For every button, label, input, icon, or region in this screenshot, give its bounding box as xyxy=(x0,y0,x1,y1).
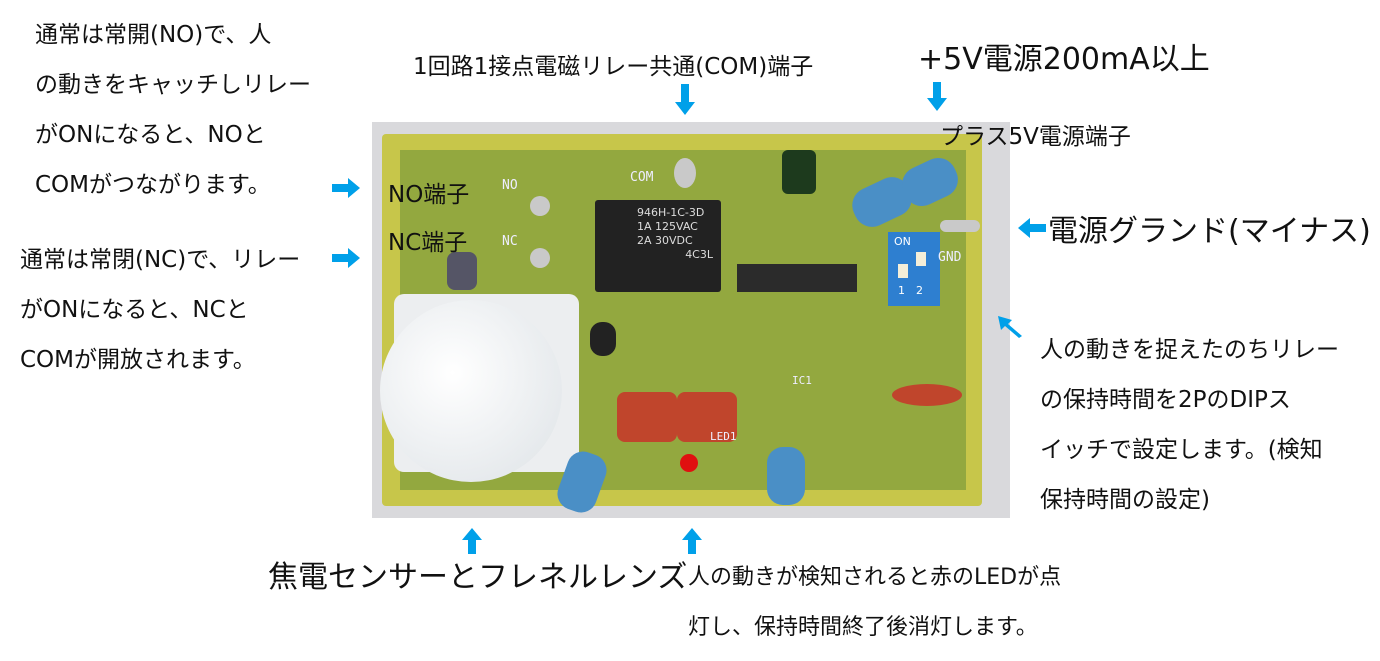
ic-socket xyxy=(737,264,857,292)
nc-terminal-description: 通常は常閉(NC)で、リレー がONになると、NCと COMが開放されます。 xyxy=(20,235,300,385)
annotation-line: 通常は常開(NO)で、人 xyxy=(35,22,272,48)
plus-5v-terminal-label: プラス5V電源端子 xyxy=(940,124,1131,150)
pcb-photo: 946H-1C-3D 1A 125VAC 2A 30VDC 4C3L ON 1 … xyxy=(372,122,1010,518)
gnd-terminal-lug xyxy=(940,220,980,232)
dip-on-label: ON xyxy=(894,235,911,248)
arrow-down-icon xyxy=(675,84,695,115)
annotation-line: イッチで設定します。(検知 xyxy=(1040,437,1323,463)
arrow-left-icon xyxy=(1018,218,1046,238)
pir-sensor-label: 焦電センサーとフレネルレンズ xyxy=(268,560,688,595)
no-terminal-description: 通常は常開(NO)で、人 の動きをキャッチしリレー がONになると、NOと CO… xyxy=(35,10,311,210)
relay-rating: 1A 125VAC xyxy=(637,220,698,233)
annotation-line: がONになると、NCと xyxy=(20,297,249,323)
silk-nc: NC xyxy=(502,234,518,249)
annotation-line: COMが開放されます。 xyxy=(20,347,256,373)
arrow-right-icon xyxy=(332,178,360,198)
silk-led1: LED1 xyxy=(710,430,737,443)
annotation-line: がONになると、NOと xyxy=(35,122,266,148)
annotation-line: 通常は常閉(NC)で、リレー xyxy=(20,247,301,273)
relay-code: 4C3L xyxy=(685,248,713,261)
led-description: 人の動きが検知されると赤のLEDが点 灯し、保持時間終了後消灯します。 xyxy=(688,553,1061,653)
pir-fresnel-dome xyxy=(380,300,562,482)
power-requirement-label: +5V電源200mA以上 xyxy=(918,42,1210,77)
dip-toggle-1[interactable] xyxy=(898,264,908,278)
no-terminal-lug xyxy=(530,196,550,216)
capacitor xyxy=(782,150,816,194)
no-terminal-label: NO端子 xyxy=(388,182,470,208)
annotation-line: 人の動きを捉えたのちリレー xyxy=(1040,337,1339,363)
relay-rating: 2A 30VDC xyxy=(637,234,693,247)
red-led xyxy=(680,454,698,472)
dip-number: 1 xyxy=(898,284,905,297)
capacitor xyxy=(767,447,805,505)
silk-no: NO xyxy=(502,178,518,193)
silk-gnd: GND xyxy=(938,250,962,265)
silk-com: COM xyxy=(630,170,654,185)
dip-toggle-2[interactable] xyxy=(916,252,926,266)
annotation-line: の保持時間を2PのDIPス xyxy=(1040,387,1291,413)
nc-terminal-lug xyxy=(530,248,550,268)
dip-number: 2 xyxy=(916,284,923,297)
nc-terminal-label: NC端子 xyxy=(388,230,468,256)
film-capacitor xyxy=(677,392,737,442)
transistor xyxy=(590,322,616,356)
ceramic-capacitor xyxy=(892,384,962,406)
com-terminal-lug xyxy=(674,158,696,188)
annotation-line: 灯し、保持時間終了後消灯します。 xyxy=(688,615,1038,640)
com-terminal-label: 1回路1接点電磁リレー共通(COM)端子 xyxy=(413,54,814,80)
capacitor xyxy=(447,252,477,290)
arrow-right-icon xyxy=(332,248,360,268)
arrow-up-icon xyxy=(682,528,702,554)
arrow-up-icon xyxy=(462,528,482,554)
relay: 946H-1C-3D 1A 125VAC 2A 30VDC 4C3L xyxy=(595,200,721,292)
annotation-line: COMがつながります。 xyxy=(35,172,271,198)
arrow-up-left-icon xyxy=(998,316,1022,338)
ground-terminal-label: 電源グランド(マイナス) xyxy=(1048,214,1371,249)
annotation-line: 保持時間の設定) xyxy=(1040,487,1210,513)
film-capacitor xyxy=(617,392,677,442)
arrow-down-icon xyxy=(927,82,947,111)
relay-model: 946H-1C-3D xyxy=(637,206,705,219)
annotation-line: の動きをキャッチしリレー xyxy=(35,72,311,98)
silk-ic1: IC1 xyxy=(792,374,812,387)
dip-switch-description: 人の動きを捉えたのちリレー の保持時間を2PのDIPス イッチで設定します。(検… xyxy=(1040,325,1339,525)
annotation-line: 人の動きが検知されると赤のLEDが点 xyxy=(688,565,1062,590)
dip-switch: ON 1 2 xyxy=(888,232,940,306)
